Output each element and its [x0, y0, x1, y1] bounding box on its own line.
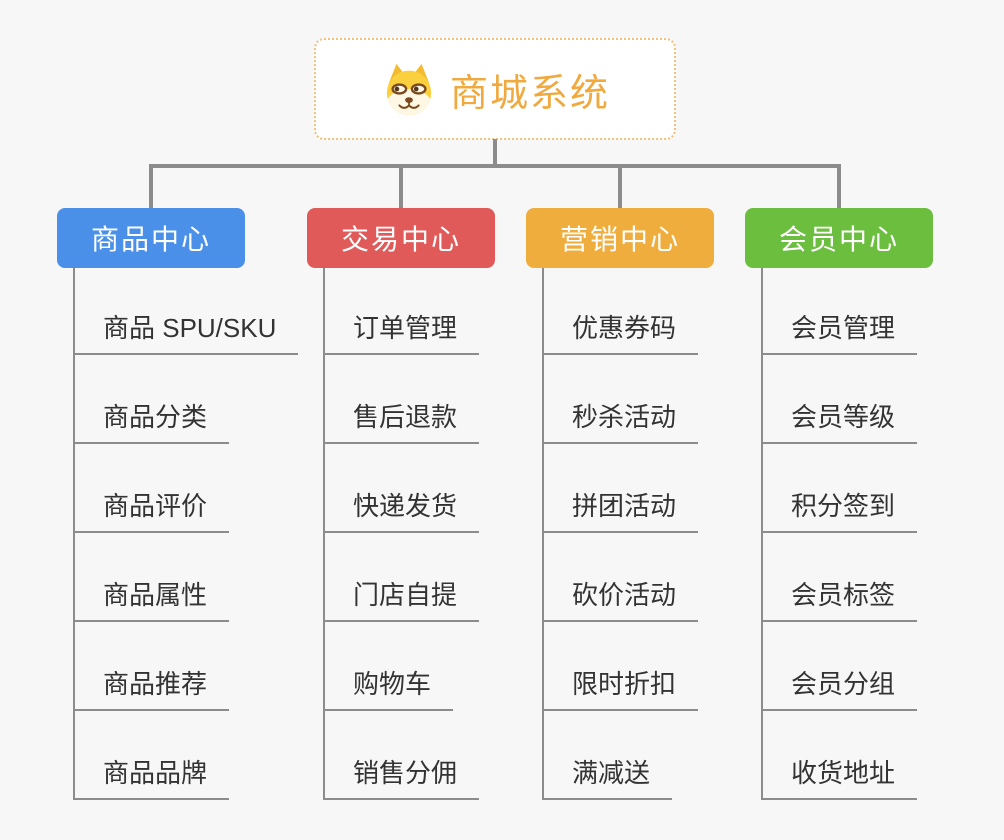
child-node[interactable]: 会员分组: [761, 668, 918, 711]
child-node[interactable]: 销售分佣: [323, 757, 480, 800]
branch-node[interactable]: 交易中心: [307, 208, 495, 268]
branch-label: 交易中心: [340, 224, 461, 255]
branch-node[interactable]: 营销中心: [526, 208, 714, 268]
child-node[interactable]: 收货地址: [761, 757, 918, 800]
child-node[interactable]: 购物车: [323, 668, 454, 711]
root-stem-connector-line: [493, 139, 497, 166]
child-node[interactable]: 会员管理: [761, 312, 918, 355]
child-node[interactable]: 秒杀活动: [542, 401, 699, 444]
child-node[interactable]: 商品品牌: [73, 757, 230, 800]
child-node[interactable]: 限时折扣: [542, 668, 699, 711]
child-node[interactable]: 商品属性: [73, 579, 230, 622]
branch-trunk-connector-line: [761, 268, 763, 800]
child-node[interactable]: 订单管理: [323, 312, 480, 355]
branch-trunk-connector-line: [542, 268, 544, 800]
child-node[interactable]: 会员等级: [761, 401, 918, 444]
child-node[interactable]: 会员标签: [761, 579, 918, 622]
branch-drop-connector-line: [837, 164, 841, 208]
branch-node[interactable]: 会员中心: [745, 208, 933, 268]
child-node[interactable]: 售后退款: [323, 401, 480, 444]
child-node[interactable]: 砍价活动: [542, 579, 699, 622]
root-node[interactable]: 商城系统: [314, 38, 676, 140]
root-title: 商城系统: [449, 72, 610, 115]
branch-label: 营销中心: [559, 224, 680, 255]
child-node[interactable]: 积分签到: [761, 490, 918, 533]
branch-trunk-connector-line: [73, 268, 75, 800]
child-node[interactable]: 商品分类: [73, 401, 230, 444]
child-node[interactable]: 门店自提: [323, 579, 480, 622]
child-node[interactable]: 拼团活动: [542, 490, 699, 533]
child-node[interactable]: 商品评价: [73, 490, 230, 533]
shiba-dog-icon: [380, 62, 438, 116]
branch-trunk-connector-line: [323, 268, 325, 800]
child-node[interactable]: 商品 SPU/SKU: [73, 312, 299, 355]
horizontal-rail-connector-line: [149, 164, 841, 168]
branch-drop-connector-line: [618, 164, 622, 208]
child-node[interactable]: 快递发货: [323, 490, 480, 533]
child-node[interactable]: 商品推荐: [73, 668, 230, 711]
branch-drop-connector-line: [399, 164, 403, 208]
child-node[interactable]: 优惠券码: [542, 312, 699, 355]
branch-label: 商品中心: [90, 224, 211, 255]
branch-drop-connector-line: [149, 164, 153, 208]
branch-label: 会员中心: [778, 224, 899, 255]
branch-node[interactable]: 商品中心: [57, 208, 245, 268]
child-node[interactable]: 满减送: [542, 757, 673, 800]
